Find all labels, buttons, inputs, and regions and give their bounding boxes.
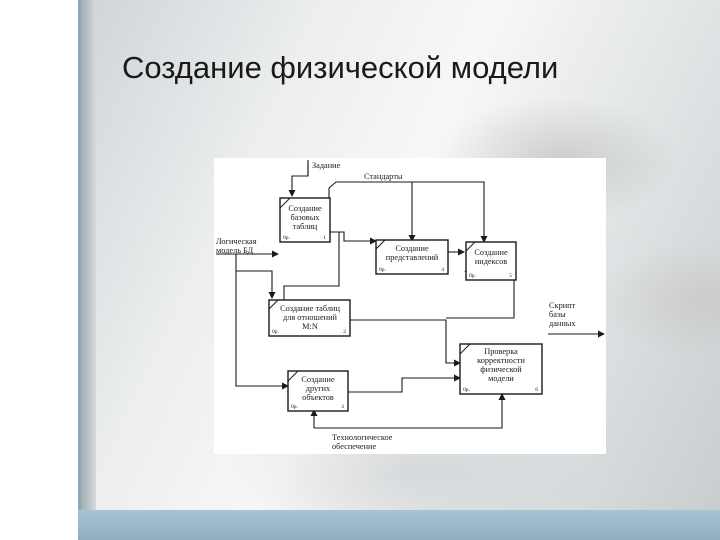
box6-line4: модели <box>488 374 514 383</box>
box2-line3: M:N <box>302 322 318 331</box>
arrow-box6-feedback <box>446 278 515 319</box>
arrow-logical-model-to-box2 <box>235 254 276 299</box>
label-standards: Стандарты <box>364 172 403 181</box>
box6-number: 6 <box>535 387 538 393</box>
box-create-views: Создание представлений 0р. 4 <box>375 239 449 275</box>
background-left-strip <box>78 0 96 510</box>
label-script-1: Скрипт <box>549 301 576 310</box>
arrow-standards-to-box5 <box>412 181 488 243</box>
arrow-mechanism <box>314 393 506 429</box>
box1-line3: таблиц <box>293 222 318 231</box>
box3-cost: 0р. <box>291 404 299 410</box>
box2-cost: 0р. <box>272 329 280 335</box>
idef0-diagram: Создание базовых таблиц 0р. 1 Создание т… <box>214 158 606 454</box>
arrow-box1-to-box4 <box>330 231 377 245</box>
box5-line2: индексов <box>475 257 507 266</box>
slide-title: Создание физической модели <box>122 50 559 85</box>
box3-line3: объектов <box>302 393 334 402</box>
diagram-canvas: Создание базовых таблиц 0р. 1 Создание т… <box>216 160 605 451</box>
box1-number: 1 <box>323 235 326 241</box>
box4-cost: 0р. <box>379 267 387 273</box>
arrow-assignment <box>288 162 309 197</box>
box-create-mn-tables: Создание таблиц для отношений M:N 0р. 2 <box>268 299 351 337</box>
bottom-accent-bar <box>78 510 720 540</box>
label-script-3: данных <box>549 319 576 328</box>
box6-cost: 0р. <box>463 387 471 393</box>
box3-line2: других <box>306 384 331 393</box>
left-accent-rule <box>78 0 81 540</box>
box2-line1: Создание таблиц <box>280 304 340 313</box>
arrow-box2-to-box6 <box>350 319 461 367</box>
box2-line2: для отношений <box>283 313 337 322</box>
label-assignment: Задание <box>312 161 341 170</box>
box3-number: 3 <box>341 404 344 410</box>
box6-line2: корректности <box>477 356 525 365</box>
box-create-base-tables: Создание базовых таблиц 0р. 1 <box>279 197 331 243</box>
arrow-standards <box>328 181 416 242</box>
box1-line1: Создание <box>288 204 322 213</box>
box5-cost: 0р. <box>469 273 477 279</box>
label-logical-model-1: Логическая <box>216 237 257 246</box>
box1-line2: базовых <box>291 213 321 222</box>
label-script-2: базы <box>549 310 566 319</box>
arrow-logical-model-to-box3 <box>235 271 289 390</box>
box4-line2: представлений <box>386 253 439 262</box>
box1-cost: 0р. <box>283 235 291 241</box>
box3-line1: Создание <box>301 375 335 384</box>
box-create-indexes: Создание индексов 0р. 5 <box>465 241 517 281</box>
box5-number: 5 <box>509 273 512 279</box>
box6-line3: физической <box>480 365 522 374</box>
label-mechanism-2: обеспечение <box>332 442 376 451</box>
box6-line1: Проверка <box>484 347 518 356</box>
label-logical-model-2: модель БД <box>216 246 254 255</box>
label-mechanism-1: Технологическое <box>332 433 393 442</box>
arrow-box1-to-box2 <box>283 232 340 301</box>
arrow-box3-to-box6 <box>348 374 461 393</box>
box2-number: 2 <box>343 329 346 335</box>
box4-line1: Создание <box>395 244 429 253</box>
box5-line1: Создание <box>474 248 508 257</box>
box4-number: 4 <box>441 267 444 273</box>
box-verify-physical-model: Проверка корректности физической модели … <box>459 343 543 395</box>
box-create-other-objects: Создание других объектов 0р. 3 <box>287 370 349 412</box>
